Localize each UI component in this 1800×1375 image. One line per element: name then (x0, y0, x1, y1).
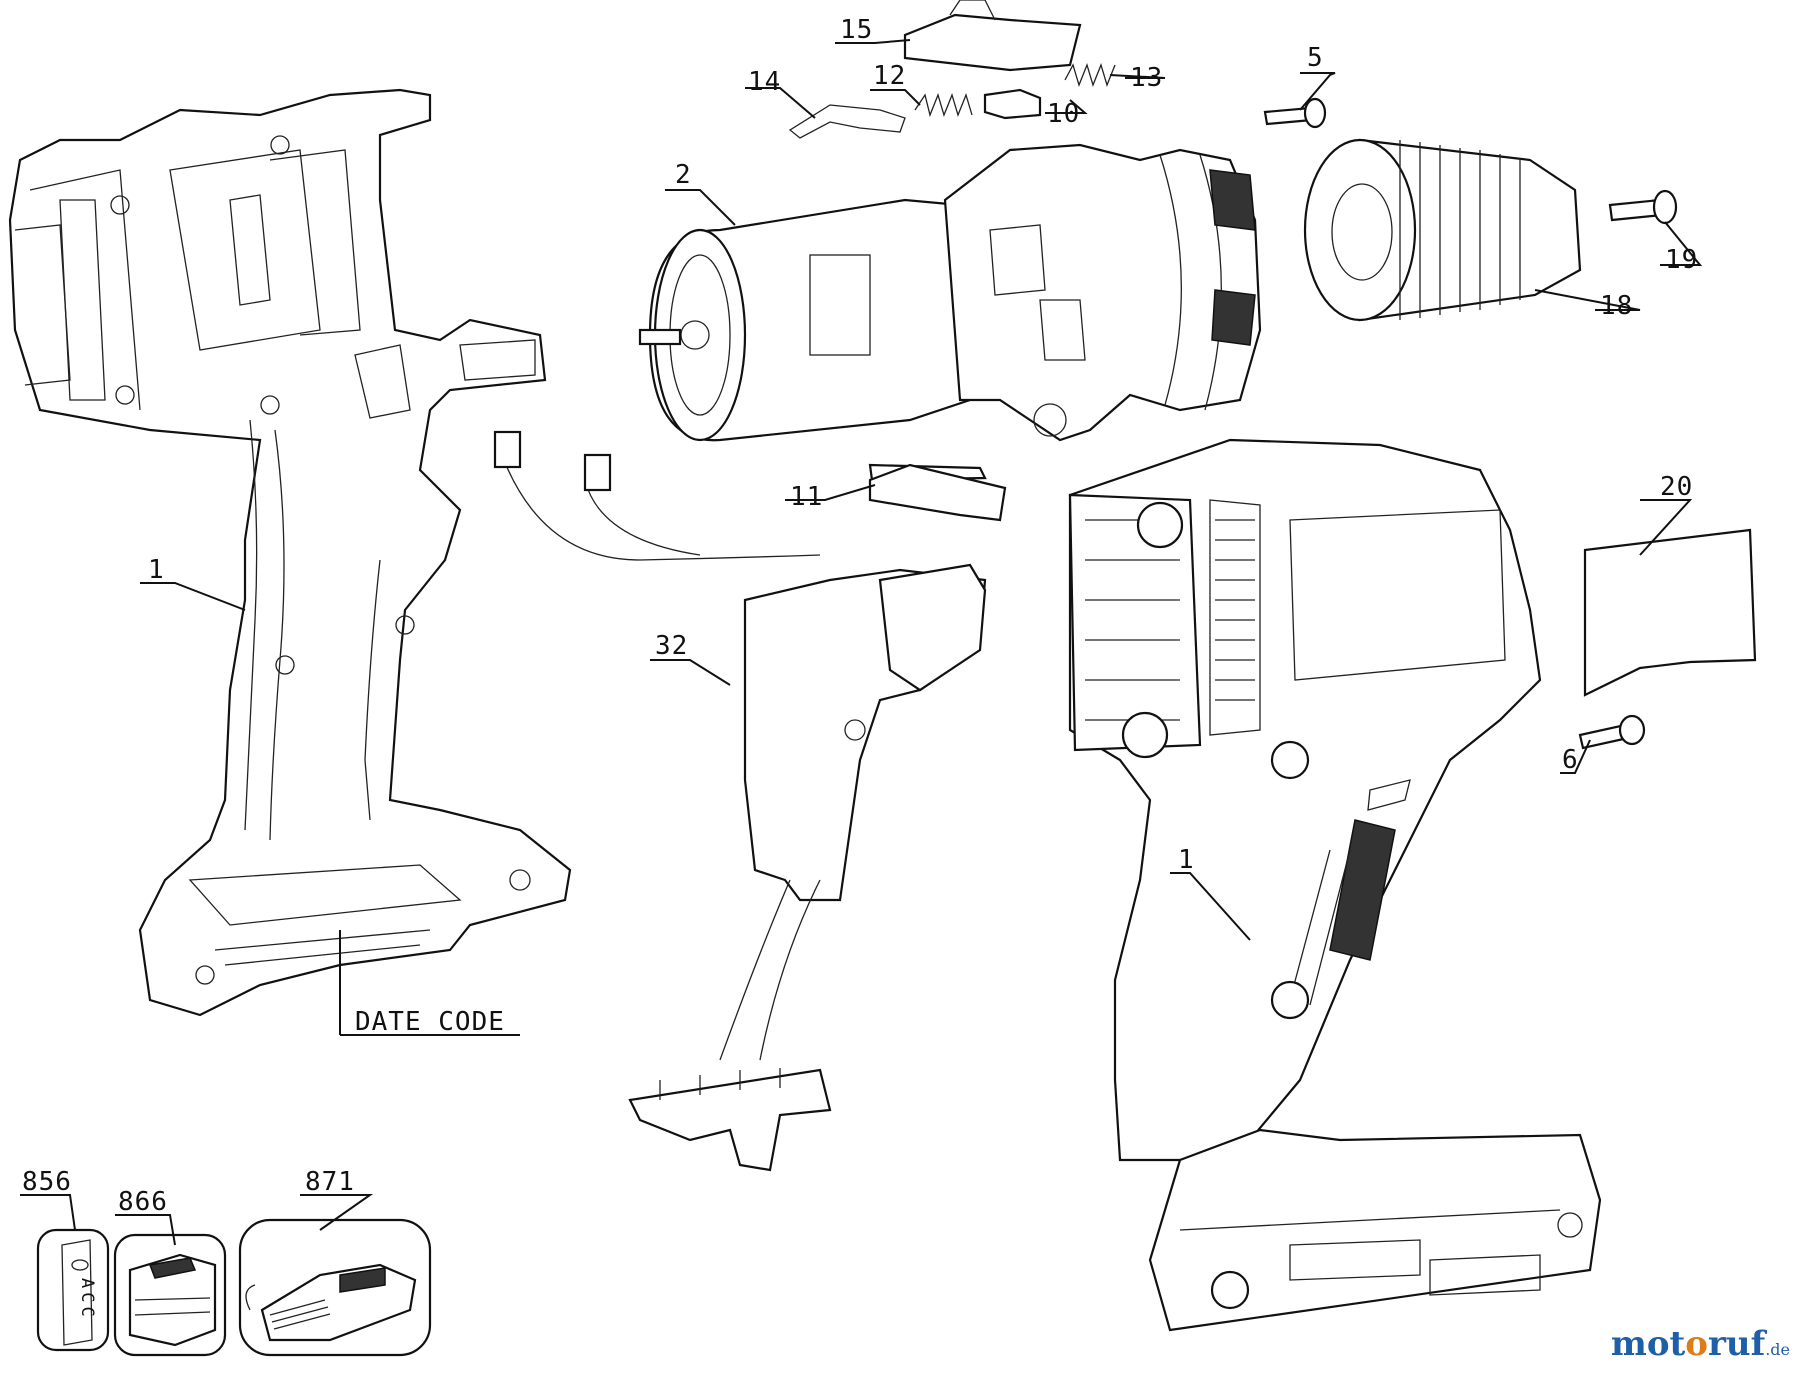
date-code-label: DATE CODE (355, 1007, 505, 1037)
callout-1-right: 1 (1178, 845, 1195, 875)
clip-14 (788, 104, 906, 139)
shift-button-15 (903, 0, 1082, 72)
chuck (1303, 138, 1582, 322)
slider-10 (983, 88, 1042, 120)
callout-856: 856 (22, 1167, 72, 1197)
callout-11: 11 (790, 482, 823, 512)
screw-19 (1608, 189, 1678, 225)
inset-856-acc-text: ACC (77, 1278, 97, 1321)
assembled-drill (1068, 438, 1602, 1332)
callout-10: 10 (1047, 99, 1080, 129)
inset-871 (238, 1218, 432, 1357)
callout-32: 32 (655, 631, 688, 661)
inset-856 (36, 1228, 110, 1352)
callout-871: 871 (305, 1167, 355, 1197)
motor (638, 198, 972, 442)
trigger-switch (493, 430, 987, 1172)
callout-20: 20 (1660, 472, 1693, 502)
spring-12 (914, 93, 973, 118)
callout-12: 12 (873, 61, 906, 91)
callout-1-left: 1 (148, 555, 165, 585)
spring-13 (1064, 63, 1116, 87)
callout-2: 2 (675, 160, 692, 190)
callout-5: 5 (1307, 43, 1324, 73)
screw-5 (1263, 97, 1327, 129)
cover-11 (868, 463, 1007, 522)
callout-13: 13 (1130, 63, 1163, 93)
callout-6: 6 (1562, 745, 1579, 775)
leader-lines (20, 39, 1703, 1246)
callout-15: 15 (840, 15, 873, 45)
inset-866 (113, 1233, 227, 1357)
site-watermark: motoruf.de (1610, 1324, 1790, 1364)
callout-866: 866 (118, 1187, 168, 1217)
callout-18: 18 (1600, 291, 1633, 321)
screw-6 (1578, 714, 1646, 750)
callout-19: 19 (1665, 245, 1698, 275)
housing-left-half (8, 88, 572, 1017)
callout-14: 14 (748, 67, 781, 97)
label-20 (1583, 528, 1757, 697)
gearbox (943, 143, 1262, 442)
